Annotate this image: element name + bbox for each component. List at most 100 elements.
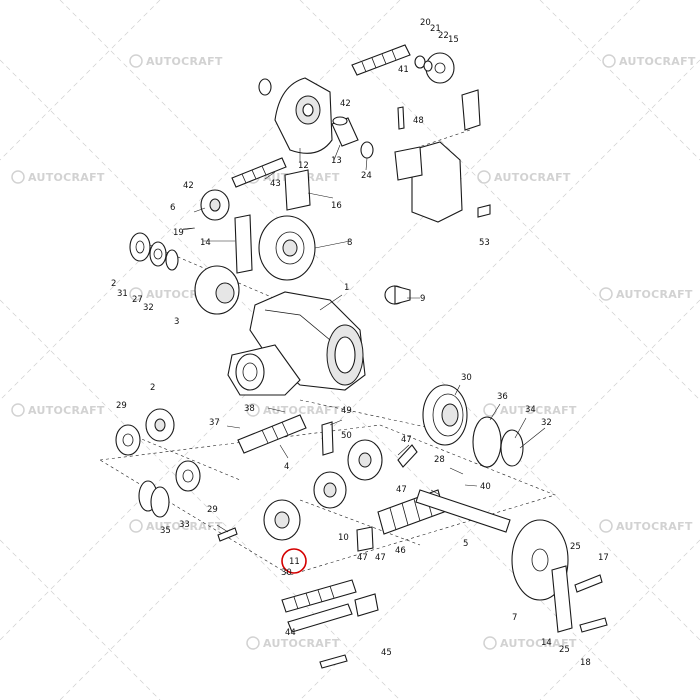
svg-text:AUTOCRAFT: AUTOCRAFT — [494, 171, 571, 184]
circlip — [165, 249, 179, 271]
parts — [115, 44, 608, 669]
svg-text:AUTOCRAFT: AUTOCRAFT — [146, 55, 223, 68]
callout-label: 25 — [570, 542, 581, 552]
callout-label: 10 — [338, 533, 349, 543]
chain-segment — [281, 579, 357, 613]
callout-label: 49 — [341, 406, 352, 416]
callout-label: 41 — [398, 65, 409, 75]
callout-label: 2 — [111, 279, 116, 289]
callout-label: 1 — [344, 283, 349, 293]
callout-label: 32 — [541, 418, 552, 428]
callout-label: 22 — [438, 31, 449, 41]
svg-text:AUTOCRAFT: AUTOCRAFT — [28, 404, 105, 417]
chain-segment — [287, 603, 353, 633]
svg-text:AUTOCRAFT: AUTOCRAFT — [146, 520, 223, 533]
callout-label: 8 — [347, 238, 352, 248]
callout-label: 21 — [430, 24, 441, 34]
disc-plate — [511, 519, 573, 633]
large-bearing — [422, 384, 468, 446]
callout-label: 30 — [461, 373, 472, 383]
bearing — [129, 232, 151, 262]
callout-label: 13 — [331, 156, 342, 166]
callout-label: 42 — [183, 181, 194, 191]
watermark: AUTOCRAFT — [602, 54, 696, 68]
key-pin — [321, 421, 334, 456]
watermark: AUTOCRAFT — [11, 170, 105, 184]
highlight-circle — [281, 548, 307, 574]
sprocket-highlighted — [263, 499, 301, 541]
callout-label: 30 — [281, 568, 292, 578]
callout-label: 27 — [132, 295, 143, 305]
watermarks: AUTOCRAFT AUTOCRAFT AUTOCRAFT AUTOCRAFT … — [11, 54, 696, 650]
plate — [284, 169, 311, 211]
bearing — [115, 424, 141, 456]
pinion-shaft — [237, 414, 307, 454]
watermark: AUTOCRAFT — [129, 54, 223, 68]
plug — [384, 285, 411, 305]
bearing — [175, 460, 201, 492]
svg-text:AUTOCRAFT: AUTOCRAFT — [263, 637, 340, 650]
callout-label: 19 — [173, 228, 184, 238]
leader-lines — [181, 144, 546, 533]
watermark: AUTOCRAFT — [483, 636, 577, 650]
svg-text:AUTOCRAFT: AUTOCRAFT — [616, 520, 693, 533]
callout-label: 42 — [340, 99, 351, 109]
callout-label: 14 — [541, 638, 552, 648]
pin — [397, 106, 405, 130]
callout-label: 32 — [143, 303, 154, 313]
svg-text:AUTOCRAFT: AUTOCRAFT — [263, 404, 340, 417]
callout-label: 7 — [512, 613, 517, 623]
callout-label: 29 — [116, 401, 127, 411]
watermark: AUTOCRAFT — [11, 403, 105, 417]
sprocket — [347, 439, 383, 481]
sprocket — [313, 471, 347, 509]
callout-label: 20 — [420, 18, 431, 28]
callout-label: 44 — [285, 628, 296, 638]
bush — [331, 116, 359, 147]
callout-label-highlighted: 11 — [289, 557, 300, 567]
plate — [234, 214, 253, 274]
callout-label: 35 — [160, 526, 171, 536]
chain-segment — [231, 157, 287, 188]
callout-label: 45 — [381, 648, 392, 658]
callout-label: 34 — [525, 405, 536, 415]
seal-ring — [472, 416, 502, 468]
washer — [360, 141, 374, 159]
callout-label: 50 — [341, 431, 352, 441]
washer — [258, 78, 272, 96]
svg-text:AUTOCRAFT: AUTOCRAFT — [28, 171, 105, 184]
callout-label: 14 — [200, 238, 211, 248]
callout-label: 36 — [497, 392, 508, 402]
watermark: AUTOCRAFT — [246, 403, 340, 417]
assembly-axes — [99, 129, 556, 576]
watermark: AUTOCRAFT — [246, 636, 340, 650]
drive-hub — [414, 52, 455, 84]
callout-label: 12 — [298, 161, 309, 171]
callout-label: 28 — [434, 455, 445, 465]
callout-labels: 1 2 2 3 4 5 6 7 8 9 10 12 13 14 14 15 16… — [111, 18, 609, 668]
callout-label: 9 — [420, 294, 425, 304]
link — [397, 444, 418, 468]
circlip — [500, 429, 524, 467]
callout-label: 4 — [284, 462, 289, 472]
callout-label: 33 — [179, 520, 190, 530]
bracket — [394, 89, 481, 223]
watermark: AUTOCRAFT — [129, 519, 223, 533]
output-shaft — [415, 489, 511, 533]
bearing — [149, 241, 167, 267]
callout-label: 37 — [209, 418, 220, 428]
callout-label: 40 — [480, 482, 491, 492]
link — [354, 593, 379, 617]
bolt — [579, 617, 608, 633]
callout-label: 53 — [479, 238, 490, 248]
link — [356, 526, 374, 552]
callout-label: 46 — [395, 546, 406, 556]
callout-label: 48 — [413, 116, 424, 126]
callout-label: 3 — [174, 317, 179, 327]
svg-text:AUTOCRAFT: AUTOCRAFT — [619, 55, 696, 68]
callout-label: 29 — [207, 505, 218, 515]
callout-label: 16 — [331, 201, 342, 211]
flange-plate — [258, 215, 316, 281]
bolt — [477, 204, 491, 218]
key-pin — [319, 654, 348, 669]
